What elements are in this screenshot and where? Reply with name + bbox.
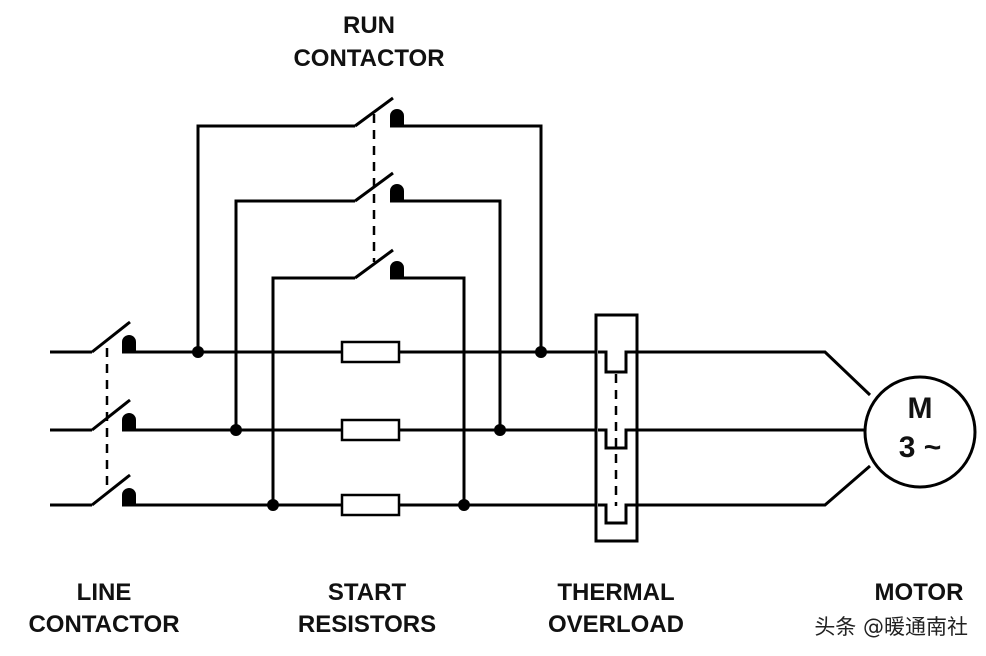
start-resistors bbox=[340, 340, 401, 517]
motor-feed bbox=[637, 350, 872, 507]
line-contactor bbox=[50, 320, 598, 507]
thermal-overload bbox=[594, 313, 639, 543]
start-resistor-3 bbox=[340, 493, 401, 517]
motor-letter: M bbox=[908, 392, 933, 425]
start-resistor-1 bbox=[340, 340, 401, 364]
line-contactor-label-line1: LINE bbox=[77, 579, 132, 606]
thermal-overload-label-line1: THERMAL bbox=[557, 579, 674, 606]
start-resistors-label-line2: RESISTORS bbox=[298, 611, 436, 638]
run-contactor-label-line2: CONTACTOR bbox=[293, 45, 444, 72]
junction-dots bbox=[192, 346, 547, 511]
start-resistors-label-line1: START bbox=[328, 579, 407, 606]
run-contactor-label-line1: RUN bbox=[343, 12, 395, 39]
motor-symbol: M 3 ~ bbox=[863, 375, 977, 489]
line-contactor-label-line2: CONTACTOR bbox=[28, 611, 179, 638]
run-contactor bbox=[196, 96, 543, 505]
motor-label: MOTOR bbox=[875, 579, 964, 606]
watermark: 头条 @暖通南社 bbox=[814, 615, 968, 639]
motor-phase-text: 3 ~ bbox=[899, 431, 942, 464]
start-resistor-2 bbox=[340, 418, 401, 442]
thermal-overload-label-line2: OVERLOAD bbox=[548, 611, 684, 638]
